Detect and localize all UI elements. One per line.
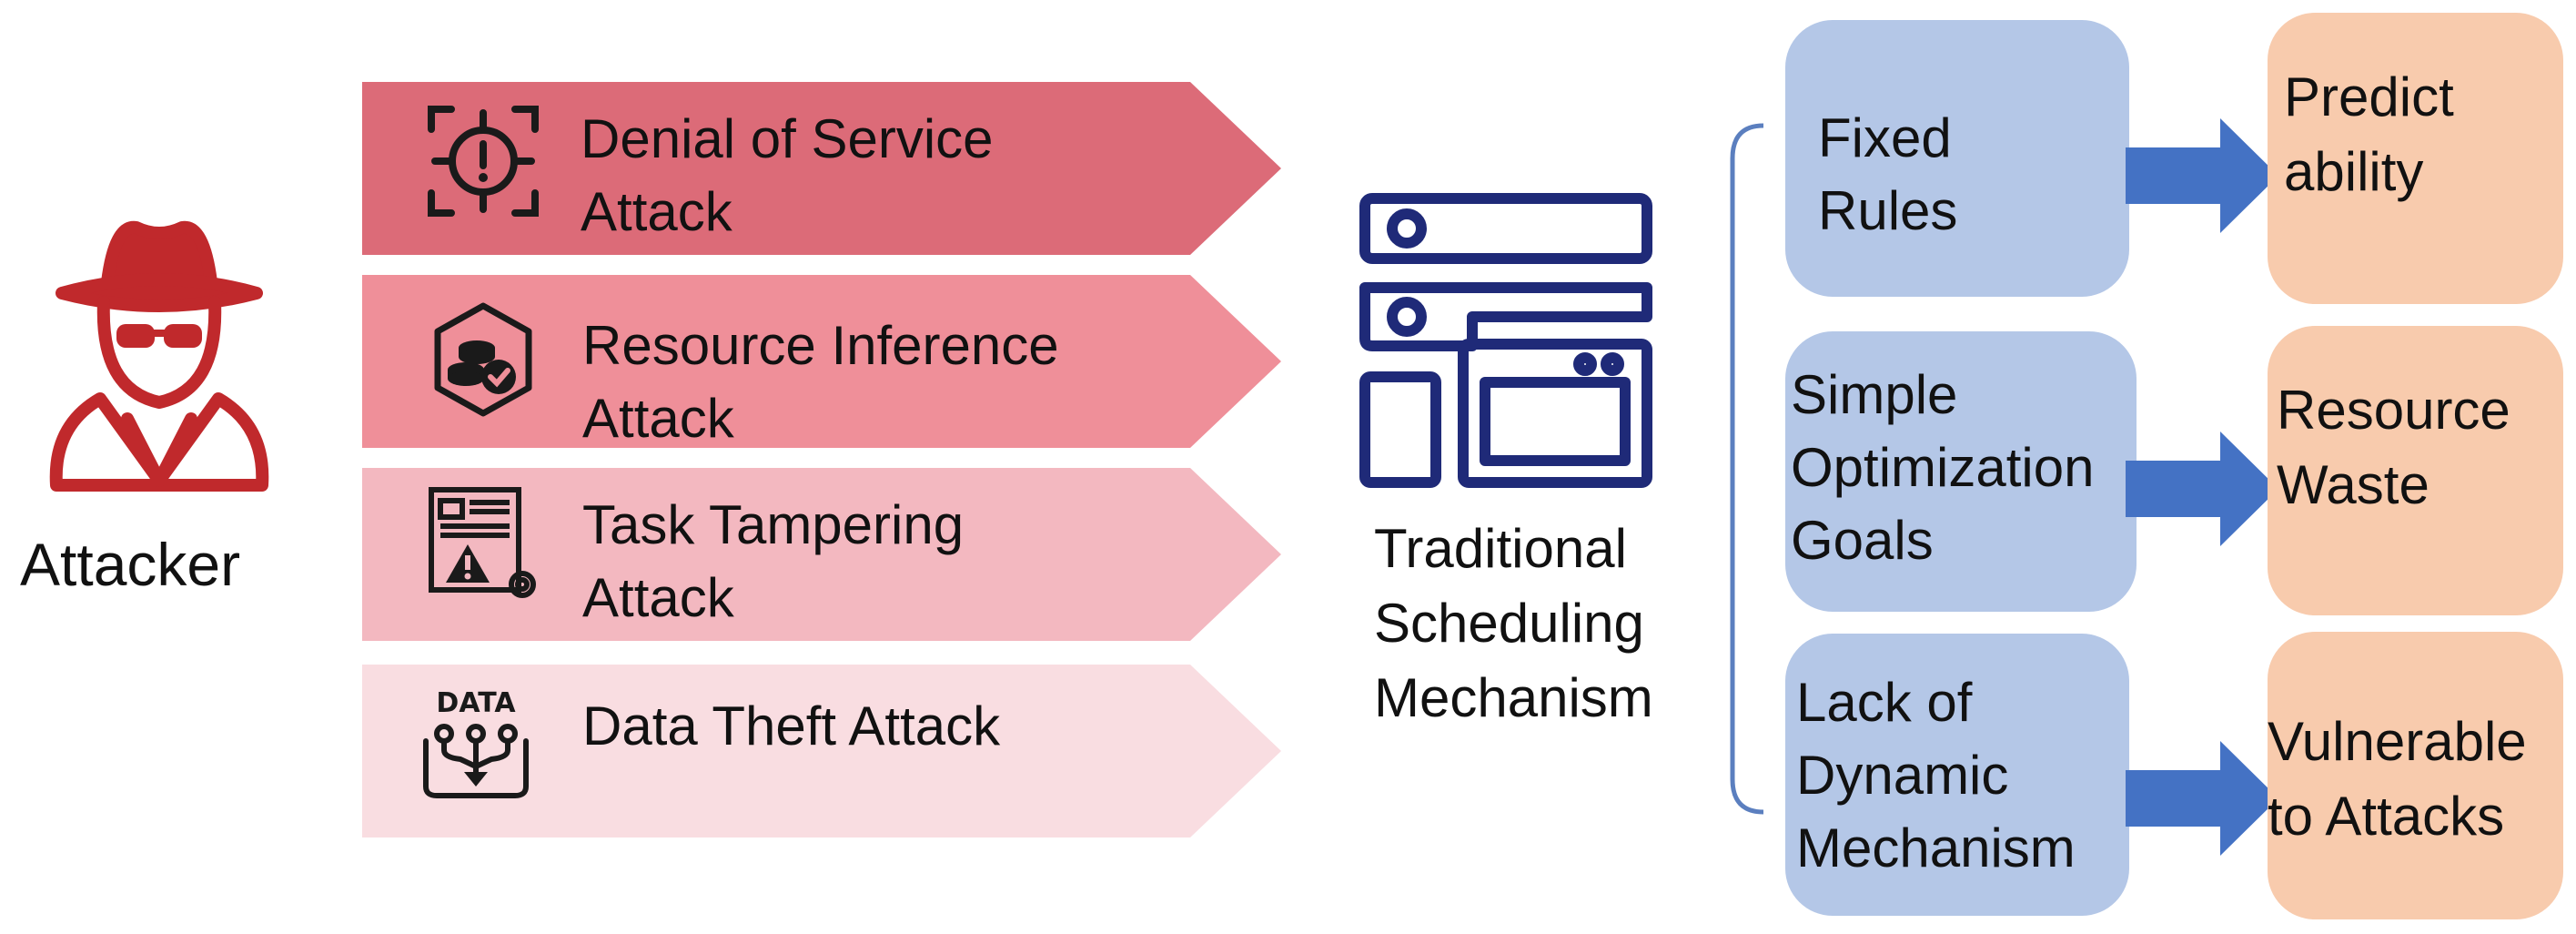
effect-box-resource-waste: Resource Waste: [2268, 326, 2563, 615]
attack-label-resource-line1: Resource Inference: [582, 315, 1059, 376]
effect-label-line1: Resource: [2277, 380, 2510, 441]
attack-label-dos-line2: Attack: [581, 181, 732, 242]
server-window-icon: [1359, 193, 1652, 488]
target-alert-icon: [428, 106, 539, 217]
attacker-label: Attacker: [20, 531, 241, 598]
cause-label-line1: Simple: [1791, 364, 1958, 425]
cause-label-line1: Lack of: [1796, 672, 1973, 733]
document-warning-icon: [429, 487, 536, 598]
cause-label-line2: Rules: [1818, 180, 1958, 241]
attack-label-tampering-line1: Task Tampering: [582, 494, 965, 555]
cause-label-line2: Optimization: [1791, 437, 2095, 498]
cause-label-line1: Fixed: [1818, 107, 1952, 168]
cause-box-lack-dynamic: Lack of Dynamic Mechanism: [1785, 634, 2129, 916]
attack-label-tampering-line2: Attack: [582, 567, 734, 628]
svg-text:DATA: DATA: [436, 687, 516, 719]
flow-arrow-1: [2126, 118, 2278, 233]
effect-label-line2: ability: [2284, 141, 2424, 202]
flow-arrow-3: [2126, 741, 2278, 856]
effect-label-line1: Vulnerable: [2268, 711, 2527, 772]
scheduler-label-line2: Scheduling: [1374, 593, 1644, 654]
attack-label-data-theft: Data Theft Attack: [582, 695, 1001, 756]
effect-box-predictability: Predict ability: [2268, 13, 2563, 304]
spy-attacker-icon: [49, 220, 269, 492]
data-download-icon: DATA: [423, 687, 529, 798]
attack-label-dos-line1: Denial of Service: [581, 108, 994, 169]
flow-arrow-2: [2126, 431, 2278, 546]
cause-label-line3: Goals: [1791, 510, 1934, 571]
effect-label-line1: Predict: [2284, 66, 2454, 127]
effect-label-line2: Waste: [2277, 454, 2430, 515]
cause-label-line3: Mechanism: [1796, 817, 2076, 878]
cause-box-simple-optimization: Simple Optimization Goals: [1785, 331, 2137, 612]
grouping-bracket: [1730, 123, 1764, 815]
cause-box-fixed-rules: Fixed Rules: [1785, 20, 2129, 297]
cause-label-line2: Dynamic: [1796, 745, 2009, 806]
scheduler-label-line3: Mechanism: [1374, 667, 1653, 728]
attack-arrow-resource-inference: [362, 275, 1281, 448]
effect-box-vulnerable: Vulnerable to Attacks: [2268, 632, 2563, 919]
attack-arrow-task-tampering: [362, 468, 1281, 641]
coins-inspect-icon: [434, 302, 532, 417]
scheduler-label-line1: Traditional: [1374, 518, 1627, 579]
attack-arrow-data-theft: [362, 665, 1281, 838]
attack-label-resource-line2: Attack: [582, 388, 734, 449]
effect-label-line2: to Attacks: [2268, 786, 2505, 847]
